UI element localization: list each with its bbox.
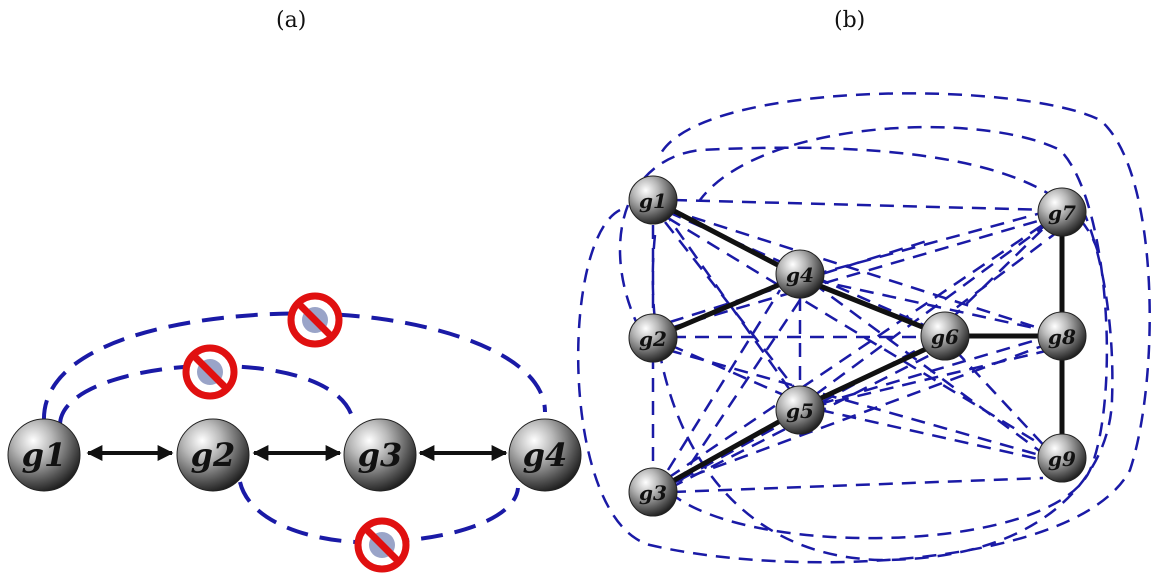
panel-label-b: (b) [834, 8, 866, 33]
node-b-g4: g4 [775, 249, 825, 299]
node-b-g1: g1 [628, 175, 678, 225]
svg-text:g3: g3 [639, 481, 667, 505]
svg-text:g1: g1 [639, 189, 667, 213]
node-g2: g2 [176, 418, 250, 492]
prohibited-icon [287, 292, 343, 348]
node-b-g3: g3 [628, 467, 678, 517]
dashed-edge-g2-g4 [238, 481, 520, 545]
node-g3: g3 [343, 418, 417, 492]
svg-text:g6: g6 [931, 325, 959, 349]
prohibited-icon [182, 344, 238, 400]
node-b-g8: g8 [1037, 311, 1087, 361]
node-b-g7: g7 [1037, 187, 1087, 237]
node-b-g5: g5 [775, 385, 825, 435]
svg-text:g5: g5 [786, 399, 814, 423]
svg-text:g2: g2 [639, 327, 667, 351]
svg-text:g7: g7 [1048, 201, 1076, 225]
node-g4: g4 [508, 418, 582, 492]
svg-text:g3: g3 [358, 436, 403, 474]
node-b-g2: g2 [628, 313, 678, 363]
svg-text:g2: g2 [191, 436, 236, 474]
node-b-g6: g6 [920, 311, 970, 361]
svg-text:g8: g8 [1048, 325, 1076, 349]
svg-text:g1: g1 [22, 436, 67, 474]
panel-label-a: (a) [276, 8, 307, 33]
panel-a-diagram: g1 g2 g3 g4 [7, 292, 582, 573]
node-b-g9: g9 [1037, 433, 1087, 483]
prohibited-icon [354, 517, 410, 573]
svg-text:g4: g4 [523, 436, 568, 474]
panel-b-diagram: g1 g2 g3 g4 g5 g6 g7 g8 [577, 92, 1151, 564]
svg-text:g4: g4 [786, 263, 814, 287]
svg-text:g9: g9 [1048, 447, 1076, 471]
node-g1: g1 [7, 418, 81, 492]
